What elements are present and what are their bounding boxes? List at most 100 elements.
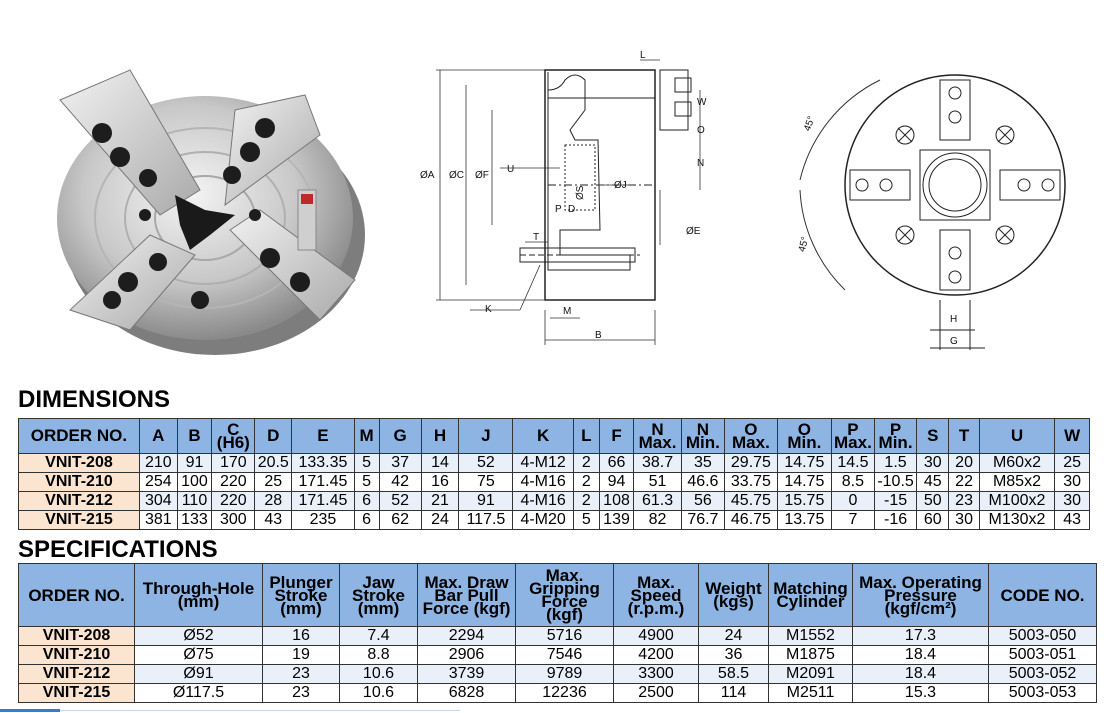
spec-col-header: ORDER NO. [18,563,135,627]
label-U: U [507,164,514,175]
dim-order-no-cell: VNIT-215 [18,510,140,530]
specifications-title: SPECIFICATIONS [18,536,218,563]
label-O: O [697,125,705,136]
dim-value-cell: 108 [598,491,635,511]
dim-value-cell: 60 [916,510,950,530]
spec-value-cell: 18.4 [852,645,989,665]
dim-value-cell: 4-M16 [512,472,574,492]
dim-value-cell: 29.75 [723,453,778,473]
technical-drawings: L W O N ØA ØC ØF U ØS ØJ P D T ØE K M B [57,50,1066,355]
dim-value-cell: 25 [254,472,293,492]
dim-value-cell: 0 [830,491,876,511]
dim-value-cell: 46.6 [680,472,725,492]
spec-col-header-line: Max. Operating [859,572,982,592]
footer-divider [60,710,460,711]
spec-col-header-line: ORDER NO. [28,585,125,605]
dim-value-cell: 24 [420,510,460,530]
dim-value-cell: 4-M16 [512,491,574,511]
spec-col-header-line: Gripping [529,579,600,598]
dim-value-cell: 30 [1054,472,1090,492]
spec-code-no-cell: 5003-052 [988,664,1097,684]
spec-col-header-line: (r.p.m.) [627,598,685,618]
dim-col-header: T [948,418,980,454]
dim-col-header-label: Min. [878,433,913,452]
dim-value-cell: 1.5 [873,453,918,473]
dim-value-cell: 300 [211,510,256,530]
dim-value-cell: 91 [458,491,514,511]
dim-value-cell: 66 [598,453,635,473]
dim-value-cell: -15 [873,491,918,511]
label-D: D [568,204,575,215]
dim-value-cell: 46.75 [723,510,778,530]
dim-value-cell: 45.75 [723,491,778,511]
spec-value-cell: 15.3 [852,683,989,703]
label-N: N [697,158,704,169]
dim-value-cell: 117.5 [458,510,514,530]
footer-accent-line [0,709,60,712]
spec-col-header-line: Stroke [352,585,405,605]
brand-plate [297,189,317,251]
label-J: ØJ [614,180,627,191]
spec-col-header-line: (mm) [357,598,400,618]
dim-col-header-label: Max. [638,433,677,452]
spec-col-header-line: Speed [630,585,682,605]
label-S: ØS [575,185,586,200]
spec-col-header-line: (kgf) [546,605,583,624]
dim-col-header-top: C [227,420,240,439]
label-L: L [640,50,646,61]
label-angle-bottom: 45° [797,236,812,253]
dim-col-header: U [978,418,1056,454]
label-C: ØC [449,170,464,181]
dim-value-cell: 171.45 [291,491,355,511]
spec-value-cell: 23 [262,664,340,684]
spec-value-cell: 7.4 [339,626,418,646]
dim-value-cell: M130x2 [978,510,1056,530]
dim-value-cell: 14.75 [776,453,832,473]
dim-col-header: G [378,418,422,454]
dim-order-no-cell: VNIT-210 [18,472,140,492]
spec-code-no-cell: 5003-050 [988,626,1097,646]
spec-order-no-cell: VNIT-215 [18,683,135,703]
dim-value-cell: 52 [378,491,422,511]
spec-value-cell: 3739 [417,664,516,684]
spec-col-header-line: Through-Hole [142,579,255,598]
spec-col-header-line: (kgf/cm²) [884,598,957,618]
dim-value-cell: 2 [572,491,600,511]
dim-value-cell: 6 [353,510,380,530]
dim-value-cell: 33.75 [723,472,778,492]
dim-value-cell: 61.3 [633,491,682,511]
dim-col-header-label: A [152,426,165,445]
front-drawing: H G 45° 45° [797,74,1066,350]
dim-value-cell: 100 [176,472,213,492]
dim-value-cell: M100x2 [978,491,1056,511]
dim-value-cell: 62 [378,510,422,530]
spec-value-cell: Ø75 [134,645,263,665]
spec-col-header: Weight(kgs) [698,563,769,627]
spec-col-header-line: Weight [705,579,762,598]
dimensions-title: DIMENSIONS [18,386,171,413]
section-drawing: L W O N ØA ØC ØF U ØS ØJ P D T ØE K M B [420,50,707,345]
spec-col-header-line: Force (kgf) [422,598,511,618]
dim-value-cell: M85x2 [978,472,1056,492]
spec-value-cell: 2294 [417,626,516,646]
dim-value-cell: 210 [138,453,178,473]
dim-col-header: S [916,418,950,454]
dim-value-cell: 5 [572,510,600,530]
spec-value-cell: 18.4 [852,664,989,684]
dim-value-cell: 20.5 [254,453,293,473]
dim-col-header: ORDER NO. [18,418,140,454]
spec-order-no-cell: VNIT-208 [18,626,135,646]
